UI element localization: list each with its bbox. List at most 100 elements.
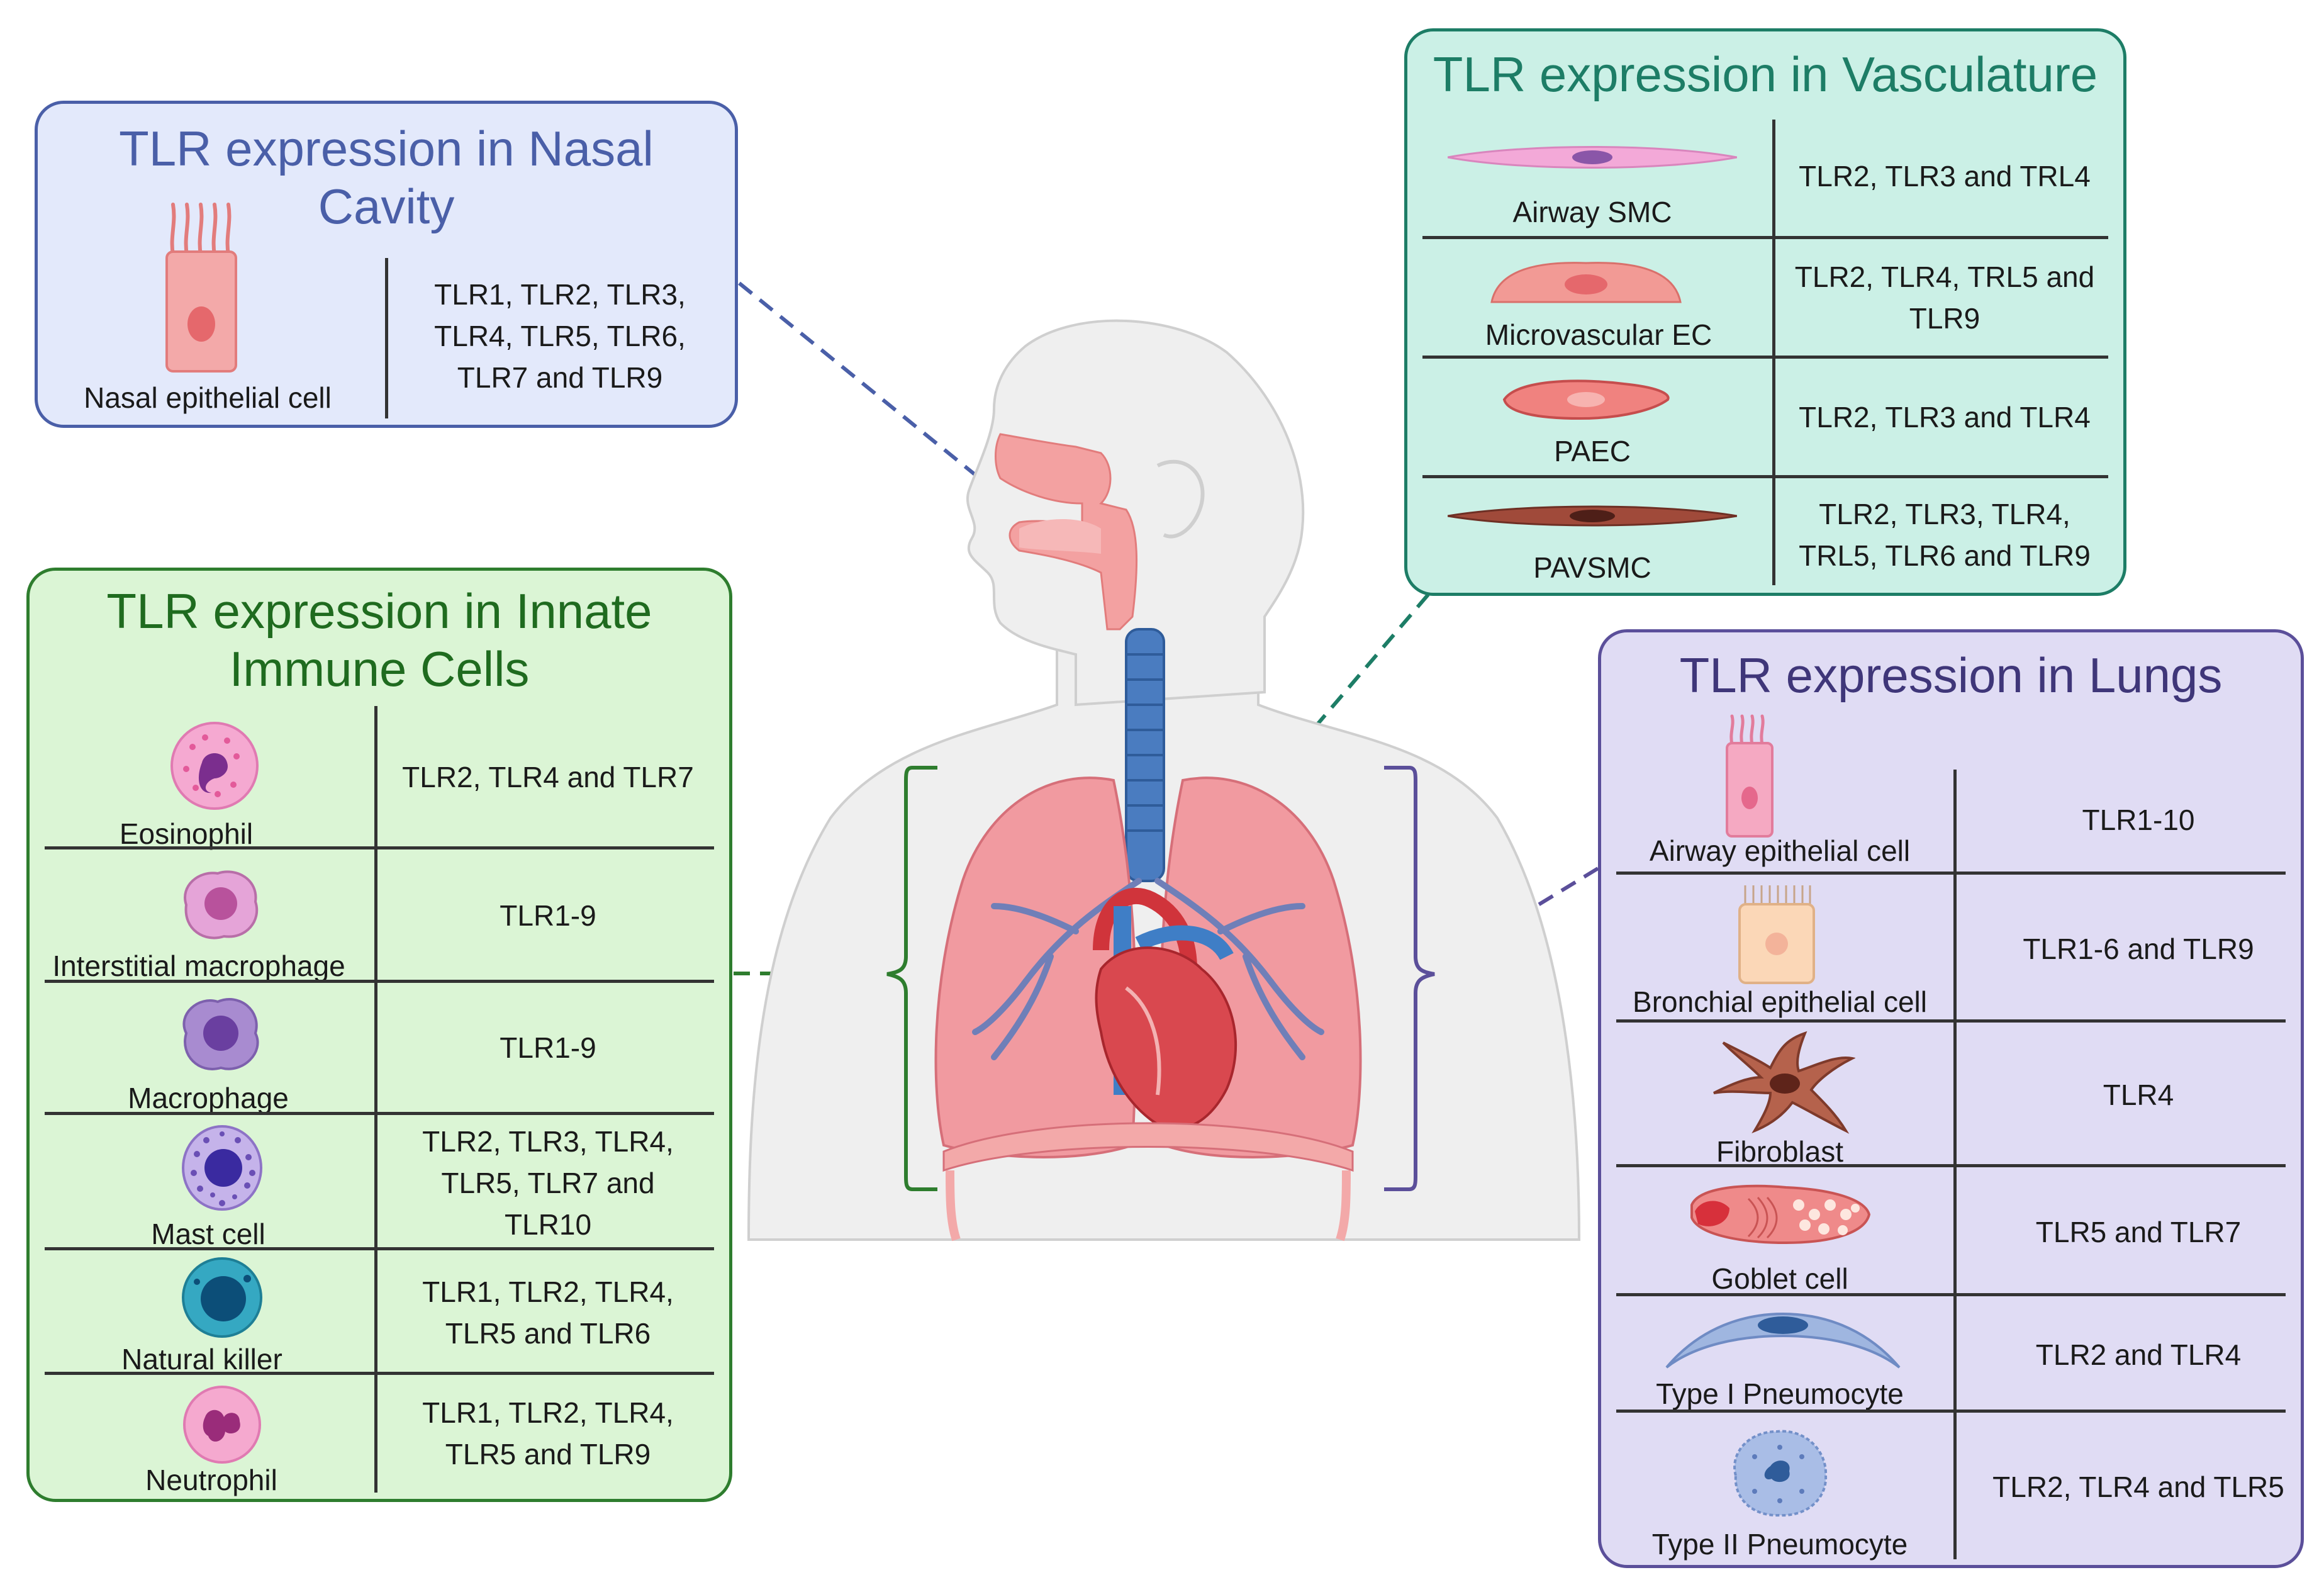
innate-tlr-line: TLR10 — [504, 1208, 592, 1241]
innate-immune-panel: TLR expression in Innate Immune Cells Eo… — [26, 568, 732, 1502]
row-separator — [45, 1247, 714, 1250]
innate-tlr-line: TLR2, TLR3, TLR4, — [422, 1124, 674, 1158]
nasal-cavity-panel: TLR expression in Nasal Cavity Nasal epi… — [35, 101, 738, 428]
nasal-title-line1: TLR expression in Nasal — [119, 121, 654, 176]
lungs-tlr-line: TLR1-10 — [2082, 803, 2195, 836]
vasculature-panel-title: TLR expression in Vasculature — [1433, 47, 2098, 102]
eosinophil-icon — [170, 722, 259, 810]
row-separator — [1616, 872, 2286, 875]
lungs-cell-label: Type I Pneumocyte — [1656, 1377, 1904, 1410]
lungs-panel-title: TLR expression in Lungs — [1679, 647, 2223, 703]
innate-tlr-line: TLR5 and TLR6 — [445, 1317, 651, 1350]
innate-cell-label: Neutrophil — [145, 1464, 277, 1496]
lungs-tlr-line: TLR2, TLR4 and TLR5 — [1992, 1470, 2284, 1503]
innate-tlr-line: TLR2, TLR4 and TLR7 — [402, 760, 694, 793]
human-torso-illustration — [747, 319, 1581, 1242]
vasculature-tlr-cell: TLR2, TLR3 and TLR4 — [1775, 359, 2115, 475]
innate-cell-label: Macrophage — [128, 1082, 289, 1114]
nasal-tlr-line: TLR1, TLR2, TLR3, — [434, 278, 686, 311]
row-separator — [1422, 356, 2108, 359]
vasculature-tlr-line: TLR2, TLR3 and TRL4 — [1799, 160, 2091, 193]
innate-tlr-cell: TLR1, TLR2, TLR4, TLR5 and TLR6 — [378, 1250, 718, 1375]
lungs-tlr-line: TLR2 and TLR4 — [2035, 1338, 2242, 1371]
ear — [1156, 459, 1205, 539]
airway-smc-icon — [1448, 146, 1737, 169]
vasculature-divider — [1772, 120, 1775, 585]
aorta — [1093, 888, 1197, 970]
microvascular-ec-icon — [1490, 262, 1682, 303]
natural-killer-icon — [182, 1257, 262, 1338]
mast-cell-icon — [182, 1125, 262, 1211]
innate-tlr-line: TLR1-9 — [500, 1031, 596, 1064]
vasculature-panel: TLR expression in Vasculature Airway SMC… — [1404, 28, 2126, 596]
innate-cell-label: Mast cell — [151, 1218, 265, 1250]
row-separator — [45, 980, 714, 983]
vasculature-cell-label: Microvascular EC — [1485, 318, 1712, 351]
vasculature-cell-label: PAEC — [1554, 435, 1631, 468]
lungs-cell-label: Fibroblast — [1716, 1135, 1843, 1168]
vasculature-tlr-line: TLR9 — [1909, 301, 1980, 335]
innate-brace — [886, 766, 937, 1191]
innate-cell-label: Natural killer — [121, 1343, 282, 1376]
innate-tlr-cell: TLR1, TLR2, TLR4, TLR5 and TLR9 — [378, 1375, 718, 1491]
macrophage-icon — [182, 998, 259, 1070]
head-silhouette — [966, 319, 1305, 707]
innate-tlr-cell: TLR2, TLR3, TLR4, TLR5, TLR7 and TLR10 — [378, 1115, 718, 1250]
vasculature-tlr-line: TRL5, TLR6 and TLR9 — [1799, 539, 2091, 572]
lungs-tlr-line: TLR1-6 and TLR9 — [2023, 932, 2254, 965]
vasculature-row: Airway SMC TLR2, TLR3 and TRL4 — [1422, 120, 2108, 239]
lungs-brace — [1384, 766, 1435, 1191]
diaphragm — [942, 1122, 1354, 1172]
lungs-row: Airway epithelial cell TLR1-10 — [1616, 708, 2286, 875]
vasculature-row: Microvascular EC TLR2, TLR4, TRL5 and TL… — [1422, 239, 2108, 359]
row-separator — [1422, 236, 2108, 239]
lungs-tlr-line: TLR5 and TLR7 — [2035, 1215, 2242, 1248]
innate-tlr-cell: TLR2, TLR4 and TLR7 — [378, 706, 718, 848]
row-separator — [1616, 1410, 2286, 1413]
row-separator — [1616, 1019, 2286, 1023]
innate-row: Natural killer TLR1, TLR2, TLR4, TLR5 an… — [45, 1250, 714, 1376]
row-separator — [1616, 1164, 2286, 1167]
lungs-tlr-cell: TLR2 and TLR4 — [1969, 1296, 2308, 1413]
innate-tlr-line: TLR5, TLR7 and — [441, 1166, 655, 1199]
nasal-epithelial-cell-icon — [165, 203, 237, 373]
lungs-tlr-cell: TLR5 and TLR7 — [1969, 1167, 2308, 1296]
innate-tlr-line: TLR1, TLR2, TLR4, — [422, 1396, 674, 1429]
innate-cell-label: Eosinophil — [119, 817, 254, 850]
interstitial-macrophage-icon — [184, 870, 259, 939]
nasal-cell-label: Nasal epithelial cell — [84, 381, 332, 414]
lungs-cell-label: Type II Pneumocyte — [1651, 1528, 1908, 1561]
innate-title-line1: TLR expression in Innate — [106, 583, 652, 639]
innate-row: Macrophage TLR1-9 — [45, 983, 714, 1115]
innate-row: Eosinophil TLR2, TLR4 and TLR7 — [45, 706, 714, 850]
row-separator — [45, 1112, 714, 1115]
lungs-tlr-cell: TLR4 — [1969, 1023, 2308, 1167]
vasculature-tlr-line: TLR2, TLR3 and TLR4 — [1799, 400, 2091, 434]
vasculature-cell-label: PAVSMC — [1533, 551, 1651, 584]
innate-row: Interstitial macrophage TLR1-9 — [45, 849, 714, 983]
bronchial-tree — [972, 878, 1324, 1060]
vasculature-tlr-cell: TLR2, TLR3, TLR4, TRL5, TLR6 and TLR9 — [1775, 478, 2115, 591]
lungs-cell-label: Goblet cell — [1711, 1262, 1848, 1295]
lungs-row: Type I Pneumocyte TLR2 and TLR4 — [1616, 1296, 2286, 1413]
nasal-tlr-list: TLR1, TLR2, TLR3, TLR4, TLR5, TLR6, TLR7… — [396, 274, 723, 398]
innate-tlr-line: TLR5 and TLR9 — [445, 1437, 651, 1471]
row-separator — [45, 846, 714, 849]
nasal-connector — [738, 281, 1008, 502]
row-separator — [45, 1372, 714, 1375]
lungs-cell-label: Airway epithelial cell — [1649, 834, 1911, 867]
innate-title-line2: Immune Cells — [229, 641, 530, 697]
fibroblast-icon — [1713, 1031, 1855, 1134]
row-separator — [1422, 475, 2108, 478]
lungs-tlr-cell: TLR1-6 and TLR9 — [1969, 875, 2308, 1023]
goblet-cell-icon — [1690, 1184, 1871, 1245]
nasal-tlr-line: TLR7 and TLR9 — [457, 361, 663, 394]
vasculature-cell-label: Airway SMC — [1512, 196, 1672, 228]
type-ii-pneumocyte-icon — [1733, 1430, 1828, 1517]
pavsmc-icon — [1448, 505, 1737, 527]
lungs-cell-label: Bronchial epithelial cell — [1633, 985, 1927, 1018]
innate-panel-title: TLR expression in Innate Immune Cells — [30, 582, 729, 698]
innate-tlr-cell: TLR1-9 — [378, 849, 718, 982]
nasal-divider — [385, 258, 388, 418]
nasal-title-line2: Cavity — [318, 179, 455, 234]
